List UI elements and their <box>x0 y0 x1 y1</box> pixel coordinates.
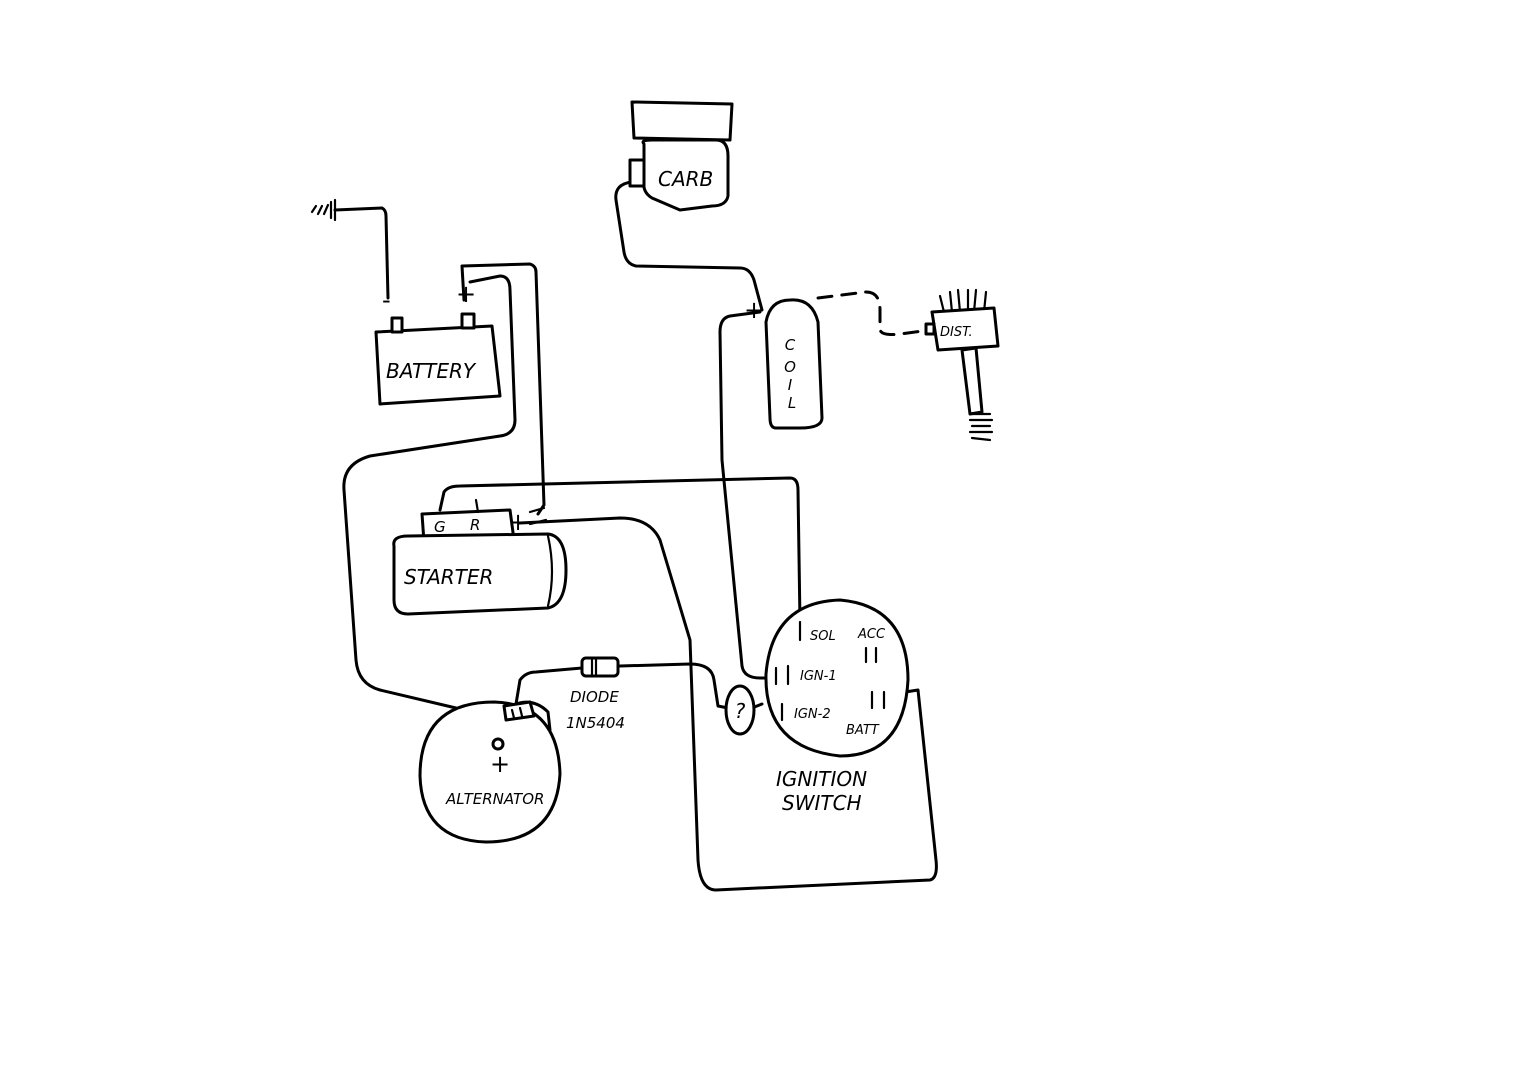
diode-to-splice-wire <box>618 662 730 710</box>
splice-component: ? <box>724 684 756 736</box>
diode-component: DIODE 1N5404 <box>566 656 625 732</box>
coil-label-l: L <box>788 394 796 412</box>
ignition-switch-label-1: IGNITION <box>776 767 867 791</box>
diode-label: DIODE <box>570 688 619 706</box>
coil-label-o: O <box>784 358 796 376</box>
distributor-component: DIST. <box>924 288 1000 442</box>
coil-pos-sign: + <box>744 296 764 324</box>
carb-label: CARB <box>658 167 713 191</box>
batt-label: BATT <box>846 723 880 738</box>
ignition-switch-component: SOL ACC IGN-1 IGN-2 BATT IGNITION SWITCH <box>764 598 910 815</box>
acc-terminal <box>864 646 878 664</box>
ground-wire <box>333 206 390 300</box>
starter-label: STARTER <box>404 565 493 589</box>
dist-gear <box>968 412 994 442</box>
dist-cap <box>930 306 1000 352</box>
splice-label: ? <box>735 699 746 723</box>
carb-component: CARB <box>628 100 734 212</box>
starter-r-label: R <box>470 516 480 534</box>
dist-terminal <box>924 322 936 336</box>
carb-fitting <box>628 158 646 188</box>
ign2-label: IGN-2 <box>794 707 831 722</box>
starter-nose <box>546 534 554 608</box>
starter-pos-sign: + <box>508 508 528 536</box>
diode-band <box>590 656 598 678</box>
starter-body <box>392 532 568 616</box>
ground-symbol <box>310 198 337 222</box>
dist-label: DIST. <box>940 325 973 340</box>
ign1-terminal <box>774 664 790 686</box>
battery-to-alternator-wire <box>342 274 517 710</box>
starter-component: G R + STARTER <box>392 498 568 616</box>
battery-pos-sign: + <box>456 280 476 308</box>
battery-neg-post <box>390 316 404 334</box>
ign1-label: IGN-1 <box>800 669 837 684</box>
coil-to-ign1-wire <box>718 310 777 680</box>
ignition-switch-body <box>764 598 910 758</box>
diode-part-label: 1N5404 <box>566 714 625 732</box>
coil-body <box>764 298 824 430</box>
starter-to-batt-wire <box>518 516 938 892</box>
sol-label: SOL <box>810 629 836 644</box>
battery-body <box>374 324 502 406</box>
splice-oval <box>724 684 756 736</box>
coil-to-dist-wire <box>816 290 932 336</box>
batt-terminal <box>870 690 886 710</box>
alternator-terminal <box>491 737 505 751</box>
alternator-plug <box>502 700 536 722</box>
coil-label-i: I <box>788 376 793 394</box>
battery-component: - + BATTERY <box>374 280 502 406</box>
air-cleaner <box>630 100 734 142</box>
battery-neg-sign: - <box>382 286 391 314</box>
ignition-switch-label-2: SWITCH <box>782 791 862 815</box>
diode-body <box>580 656 620 678</box>
battery-pos-to-starter-wire <box>460 262 546 516</box>
alternator-pos-sign: + <box>490 750 510 778</box>
battery-label: BATTERY <box>386 359 477 383</box>
starter-to-sol-wire <box>438 476 802 624</box>
carb-body <box>641 138 730 212</box>
alternator-label: ALTERNATOR <box>445 790 544 808</box>
acc-label: ACC <box>857 627 886 642</box>
starter-g-label: G <box>434 518 446 536</box>
coil-to-carb-wire <box>614 180 764 312</box>
coil-label-c: C <box>785 336 796 354</box>
dist-shaft <box>960 346 984 416</box>
alternator-component: + ALTERNATOR <box>418 700 562 844</box>
dist-wires <box>938 288 988 314</box>
battery-pos-post <box>460 312 476 330</box>
alternator-body <box>418 700 562 844</box>
coil-component: + C O I L <box>744 296 824 430</box>
